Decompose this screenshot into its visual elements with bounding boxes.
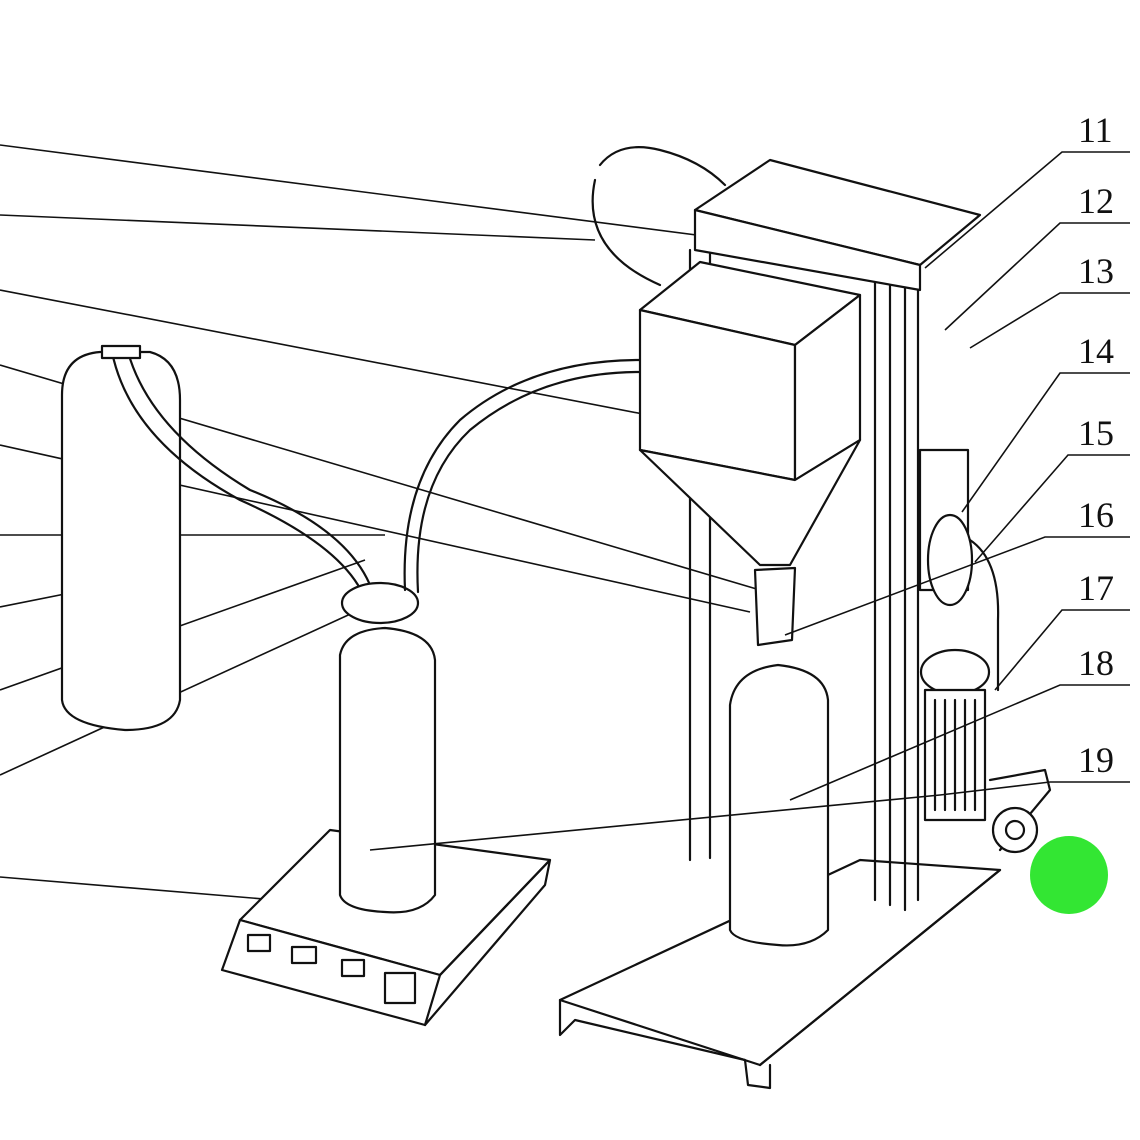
label-13: 13: [1078, 251, 1114, 291]
left-gas-cylinder: [60, 344, 374, 732]
label-15: 15: [1078, 413, 1114, 453]
label-18: 18: [1078, 643, 1114, 683]
label-19: 19: [1078, 740, 1114, 780]
green-marker-dot: [1030, 836, 1108, 914]
filling-machine: [558, 146, 1052, 1090]
label-16: 16: [1078, 495, 1114, 535]
label-11: 11: [1078, 110, 1113, 150]
label-17: 17: [1078, 568, 1114, 608]
right-leader-lines: [369, 151, 1130, 851]
middle-gas-cylinder: [338, 358, 642, 914]
label-12: 12: [1078, 181, 1114, 221]
label-14: 14: [1078, 331, 1114, 371]
